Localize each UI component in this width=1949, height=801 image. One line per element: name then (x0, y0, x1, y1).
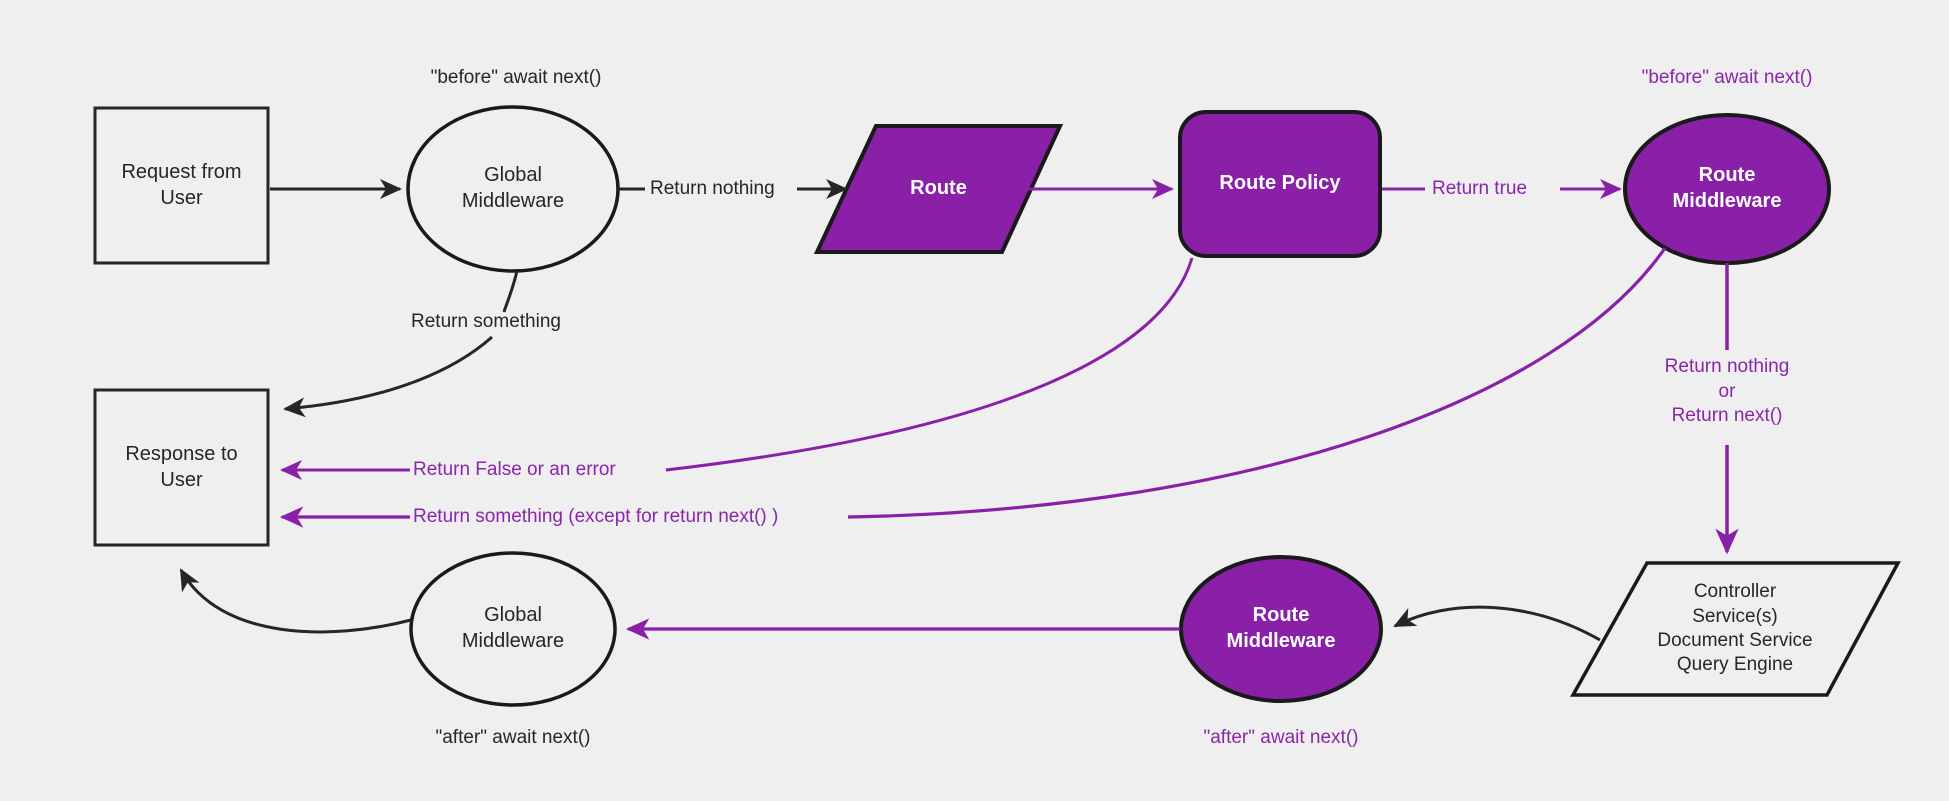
global-middleware-bottom-shape (409, 551, 617, 707)
route-policy-shape (1178, 110, 1382, 258)
edge-route-policy-return-false-curve (665, 257, 1194, 472)
edge-global-middleware-return-something-lower (283, 335, 493, 418)
route-middleware-top-shape (1623, 113, 1831, 265)
controller-stack-shape (1570, 561, 1901, 697)
edge-controller-to-route-middleware-bottom (1393, 605, 1601, 642)
edge-route-middleware-return-something-curve (847, 247, 1667, 519)
request-from-user-shape (93, 106, 270, 265)
global-middleware-top-shape (406, 105, 620, 273)
edge-global-middleware-return-something-upper (502, 270, 519, 313)
route-shape (813, 124, 1064, 254)
response-to-user-shape (93, 388, 270, 547)
edge-global-middleware-bottom-to-response (179, 568, 412, 634)
route-middleware-bottom-shape (1179, 555, 1383, 703)
